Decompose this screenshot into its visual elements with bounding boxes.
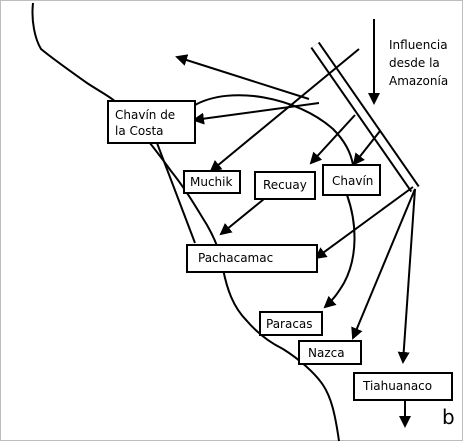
culture-label-chavin: Chavín <box>332 174 373 188</box>
arrow-bar-to-north <box>175 54 310 100</box>
culture-box-recuay: Recuay <box>254 171 316 200</box>
coastline <box>31 2 340 442</box>
annotation-line-1: Influencia <box>389 38 448 52</box>
culture-box-chavin: Chavín <box>322 164 381 196</box>
culture-label-tiahuanaco: Tiahuanaco <box>362 379 432 393</box>
culture-box-pachacamac: Pachacamac <box>186 244 318 273</box>
culture-box-nazca: Nazca <box>298 340 362 365</box>
panel-letter: b <box>442 405 455 429</box>
culture-label-recuay: Recuay <box>263 178 307 192</box>
arrow-to-recuay <box>309 114 356 165</box>
arrow-to-chavin-costa <box>192 102 320 125</box>
arrow-bar-to-nazca <box>351 188 416 340</box>
culture-box-paracas: Paracas <box>259 311 323 336</box>
arrow-bar-to-tiahuanaco <box>397 188 416 364</box>
culture-box-chavin-de-la-costa: Chavín de la Costa <box>107 100 196 144</box>
culture-box-muchik: Muchik <box>183 170 241 194</box>
annotation-line-3: Amazonía <box>389 74 448 88</box>
culture-label-chavin-de-la-costa-line2: la Costa <box>115 124 164 138</box>
curve-chavin-costa-to-chavin <box>194 94 354 166</box>
culture-label-nazca: Nazca <box>308 346 345 360</box>
culture-box-tiahuanaco: Tiahuanaco <box>353 372 453 401</box>
culture-label-muchik: Muchik <box>190 175 232 189</box>
line-chavin-costa-to-pachacamac <box>156 142 196 244</box>
arrow-recuay-to-pachacamac <box>219 198 265 236</box>
arrow-chavin-to-paracas <box>323 194 356 309</box>
arrow-to-chavin <box>352 130 381 166</box>
amazon-bar-fill <box>312 43 418 191</box>
culture-label-pachacamac: Pachacamac <box>198 251 273 265</box>
culture-label-chavin-de-la-costa-line1: Chavín de <box>115 108 175 122</box>
arrow-bar-to-pachacamac <box>314 186 414 260</box>
culture-label-paracas: Paracas <box>266 317 313 331</box>
annotation-line-2: desde la <box>389 56 440 70</box>
arrow-top-to-muchik <box>209 48 360 173</box>
